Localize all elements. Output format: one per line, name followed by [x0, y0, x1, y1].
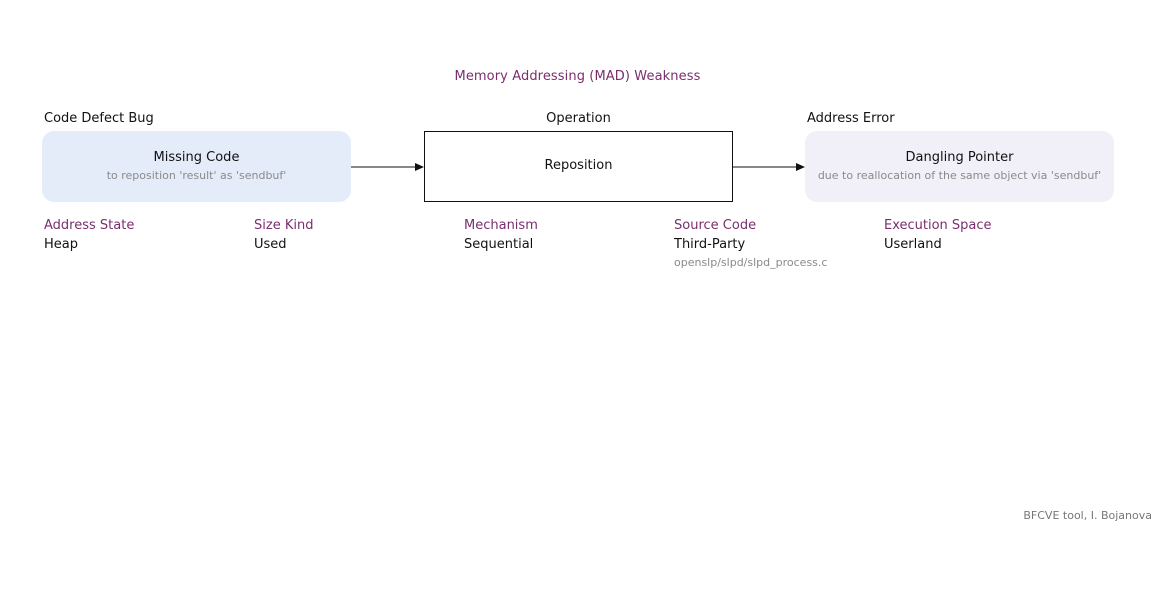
address-state-label: Address State [44, 218, 135, 233]
consequence-box: Dangling Pointer due to reallocation of … [805, 131, 1114, 202]
cause-title: Missing Code [153, 150, 240, 165]
operation-header: Operation [546, 111, 611, 126]
cause-to-operation-arrow [351, 163, 424, 171]
size-kind-label: Size Kind [254, 218, 314, 233]
execution-space-label: Execution Space [884, 218, 992, 233]
cause-header: Code Defect Bug [44, 111, 154, 126]
consequence-header: Address Error [807, 111, 895, 126]
consequence-subtitle: due to reallocation of the same object v… [817, 169, 1102, 182]
source-code-label: Source Code [674, 218, 757, 233]
operation-title: Reposition [544, 158, 613, 173]
operation-box: Reposition [424, 131, 733, 202]
mechanism-value: Sequential [464, 237, 534, 252]
source-code-path: openslp/slpd/slpd_process.c [674, 256, 828, 269]
address-state-value: Heap [44, 237, 78, 252]
operation-to-consequence-arrow [733, 163, 805, 171]
mechanism-label: Mechanism [464, 218, 538, 233]
consequence-title: Dangling Pointer [905, 150, 1014, 165]
execution-space-value: Userland [884, 237, 942, 252]
size-kind-value: Used [254, 237, 287, 252]
footer-credit: BFCVE tool, I. Bojanova [1023, 509, 1152, 522]
cause-box: Missing Code to reposition 'result' as '… [42, 131, 351, 202]
source-code-value: Third-Party [674, 237, 746, 252]
cause-subtitle: to reposition 'result' as 'sendbuf' [106, 169, 287, 182]
diagram-title: Memory Addressing (MAD) Weakness [454, 69, 701, 84]
